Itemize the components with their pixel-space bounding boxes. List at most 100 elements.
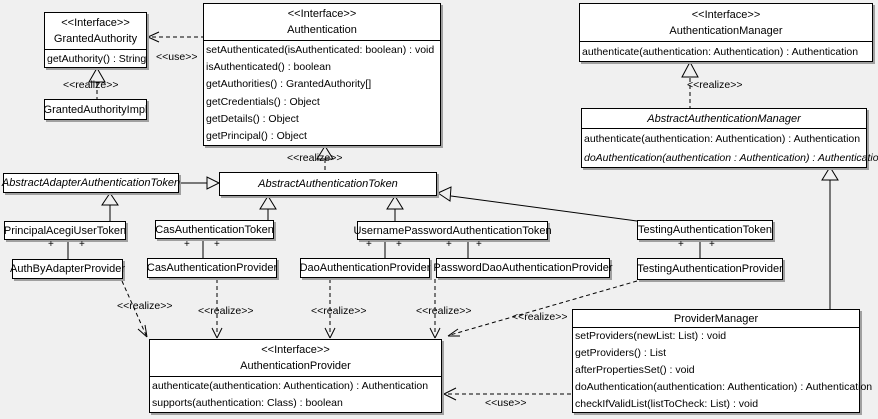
- class-cas-authentication-provider[interactable]: CasAuthenticationProvider: [147, 258, 277, 278]
- class-methods-provider-manager: setProviders(newList: List) : void getPro…: [573, 328, 873, 412]
- dependency-stereotype-label: <<realize>>: [63, 79, 119, 91]
- class-provider-manager[interactable]: ProviderManager setProviders(newList: Lis…: [572, 309, 873, 413]
- class-title-authentication-provider: <<Interface>>AuthenticationProvider: [150, 340, 441, 377]
- class-methods-abstract-authentication-manager: authenticate(authentication: Authenticat…: [582, 129, 878, 167]
- class-stereotype: <<Interface>>: [261, 344, 330, 356]
- edge-use-authentication-grantedauthority[interactable]: [147, 31, 204, 43]
- class-title-testing-authentication-provider: TestingAuthenticationProvider: [637, 259, 783, 279]
- class-name: GrantedAuthorityImpl: [43, 103, 148, 116]
- edge-gen-usernamepasswordtoken-abstractauthenticationtoken[interactable]: [386, 195, 404, 221]
- dependency-stereotype-label: <<realize>>: [287, 152, 343, 164]
- class-method: getCredentials() : Object: [206, 95, 320, 108]
- edge-use-providermanager-authenticationprovider[interactable]: [443, 387, 572, 401]
- class-methods-authentication-provider: authenticate(authentication: Authenticat…: [150, 377, 441, 412]
- class-dao-authentication-provider[interactable]: DaoAuthenticationProvider: [300, 258, 430, 278]
- class-method: getProviders() : List: [575, 347, 667, 360]
- edge-realize-grantedauthorityimpl-grantedauthority[interactable]: [88, 66, 106, 99]
- class-method: getAuthority() : String: [47, 52, 147, 65]
- class-password-dao-authentication-provider[interactable]: PasswordDaoAuthenticationProvider: [433, 258, 613, 278]
- class-method: setAuthenticated(isAuthenticated: boolea…: [206, 43, 435, 56]
- class-method: doAuthentication(authentication: Authent…: [575, 380, 873, 393]
- class-auth-by-adapter-provider[interactable]: AuthByAdapterProvider: [10, 259, 125, 279]
- dependency-stereotype-label: <<realize>>: [311, 305, 367, 317]
- class-stereotype: <<Interface>>: [691, 8, 761, 21]
- plus-mark: +: [48, 239, 54, 250]
- class-testing-authentication-provider[interactable]: TestingAuthenticationProvider: [637, 258, 783, 280]
- dependency-stereotype-label: <<realize>>: [687, 79, 743, 91]
- class-granted-authority-impl[interactable]: GrantedAuthorityImpl: [44, 99, 147, 120]
- class-name: DaoAuthenticationProvider: [299, 262, 431, 274]
- class-name: AbstractAdapterAuthenticationToken: [1, 177, 181, 189]
- class-abstract-authentication-token[interactable]: AbstractAuthenticationToken: [219, 172, 437, 196]
- class-name: AuthenticationManager: [669, 24, 783, 37]
- plus-mark: +: [678, 239, 684, 250]
- class-title-testing-authentication-token: TestingAuthenticationToken: [638, 221, 772, 239]
- class-title-abstract-authentication-manager: AbstractAuthenticationManager: [582, 109, 866, 129]
- plus-mark: +: [366, 239, 372, 250]
- edge-gen-testingtoken-abstractauthenticationtoken[interactable]: [436, 186, 638, 222]
- class-username-password-authentication-token[interactable]: UsernamePasswordAuthenticationToken: [353, 221, 552, 240]
- plus-mark: +: [184, 239, 190, 250]
- class-name: CasAuthenticationToken: [155, 223, 274, 236]
- edge-realize-daoprovider-authenticationprovider[interactable]: [324, 279, 336, 339]
- class-title-granted-authority: <<Interface>>GrantedAuthority: [45, 13, 146, 50]
- edge-gen-providermanager-abstractauthenticationmanager[interactable]: [821, 166, 839, 310]
- class-method: getAuthorities() : GrantedAuthority[]: [206, 78, 372, 91]
- edge-realize-testingprovider-authenticationprovider[interactable]: [447, 280, 638, 337]
- class-name: TestingAuthenticationToken: [638, 224, 772, 236]
- class-abstract-adapter-authentication-token[interactable]: AbstractAdapterAuthenticationToken: [1, 173, 181, 193]
- edge-realize-passworddaoprovider-authenticationprovider[interactable]: [429, 279, 441, 339]
- edge-realize-casprovider-authenticationprovider[interactable]: [211, 279, 223, 339]
- class-title-cas-authentication-token: CasAuthenticationToken: [155, 221, 274, 238]
- edge-realize-abstractauthenticationtoken-authentication[interactable]: [316, 145, 334, 172]
- class-method: doAuthentication(authentication : Authen…: [584, 151, 878, 164]
- edge-realize-abstractauthenticationmanager-authenticationmanager[interactable]: [681, 60, 699, 108]
- dependency-stereotype-label: <<realize>>: [198, 305, 254, 317]
- class-method: authenticate(authentication: Authenticat…: [582, 45, 859, 58]
- class-name: PasswordDaoAuthenticationProvider: [433, 262, 613, 274]
- class-title-cas-authentication-provider: CasAuthenticationProvider: [147, 259, 277, 277]
- edge-realize-authbyadapterprovider-authenticationprovider[interactable]: [121, 280, 148, 338]
- class-name: Authentication: [287, 24, 357, 36]
- dependency-stereotype-label: <<use>>: [485, 397, 527, 409]
- class-methods-authentication: setAuthenticated(isAuthenticated: boolea…: [204, 41, 440, 145]
- class-name: AuthByAdapterProvider: [10, 263, 125, 275]
- class-stereotype: <<Interface>>: [61, 17, 130, 29]
- class-title-granted-authority-impl: GrantedAuthorityImpl: [43, 100, 148, 119]
- class-name: TestingAuthenticationProvider: [637, 263, 783, 275]
- class-title-password-dao-authentication-provider: PasswordDaoAuthenticationProvider: [433, 259, 612, 277]
- class-method: setProviders(newList: List) : void: [575, 330, 727, 343]
- class-title-provider-manager: ProviderManager: [573, 310, 859, 328]
- class-granted-authority[interactable]: <<Interface>>GrantedAuthority getAuthorit…: [44, 12, 147, 68]
- class-name: AbstractAuthenticationToken: [258, 178, 398, 190]
- class-method: checkIfValidList(listToCheck: List) : vo…: [575, 397, 759, 410]
- class-name: ProviderManager: [673, 312, 759, 325]
- edge-gen-abstractadapter-abstractauthenticationtoken[interactable]: [180, 176, 221, 190]
- dependency-stereotype-label: <<use>>: [156, 51, 198, 63]
- class-cas-authentication-token[interactable]: CasAuthenticationToken: [155, 220, 274, 239]
- class-authentication-manager[interactable]: <<Interface>> AuthenticationManager authen…: [579, 3, 873, 62]
- edge-gen-principalacegiusertoken-abstractadapter[interactable]: [101, 192, 119, 221]
- plus-mark: +: [214, 239, 220, 250]
- dependency-stereotype-label: <<realize>>: [117, 300, 173, 312]
- class-stereotype: <<Interface>>: [287, 8, 357, 20]
- plus-mark: +: [476, 239, 482, 250]
- class-method: getPrincipal() : Object: [206, 130, 307, 143]
- class-name: PrincipalAcegiUserToken: [3, 224, 127, 237]
- class-authentication[interactable]: <<Interface>> Authentication setAuthentica…: [203, 3, 441, 146]
- class-testing-authentication-token[interactable]: TestingAuthenticationToken: [637, 220, 773, 240]
- class-principal-acegi-user-token[interactable]: PrincipalAcegiUserToken: [4, 221, 126, 240]
- class-method: isAuthenticated() : boolean: [206, 60, 331, 73]
- edge-gen-castoken-abstractauthenticationtoken[interactable]: [259, 195, 277, 220]
- plus-mark: +: [396, 239, 402, 250]
- class-title-abstract-adapter-authentication-token: AbstractAdapterAuthenticationToken: [1, 174, 181, 192]
- class-method: supports(authentication: Class) : boolea…: [152, 397, 343, 410]
- class-title-auth-by-adapter-provider: AuthByAdapterProvider: [10, 260, 125, 278]
- plus-mark: +: [709, 239, 715, 250]
- class-methods-authentication-manager: authenticate(authentication: Authenticat…: [580, 42, 872, 61]
- class-name: UsernamePasswordAuthenticationToken: [353, 224, 552, 237]
